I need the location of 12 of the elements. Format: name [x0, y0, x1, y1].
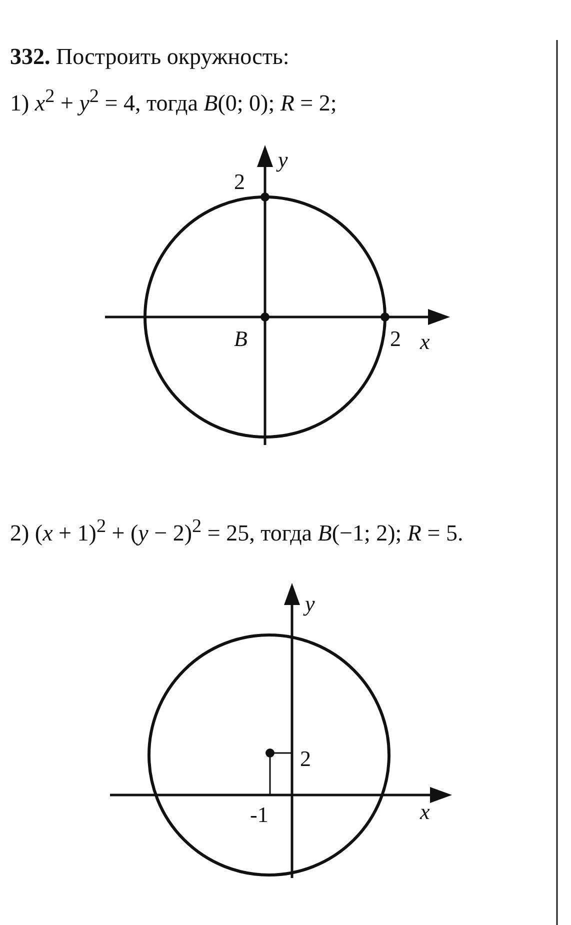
axis-label: y [305, 592, 315, 616]
axis-label: y [278, 148, 288, 172]
tick-label: -1 [250, 803, 268, 827]
point-label: B [234, 327, 248, 351]
exercise-heading: 332. Построить окружность: [10, 43, 290, 71]
axis-label: x [420, 800, 430, 824]
tick-label: 2 [234, 170, 245, 194]
tick-label: 2 [390, 327, 401, 351]
axis-label: x [420, 330, 430, 354]
tick-label: 2 [300, 747, 311, 771]
equation-text: 2) (x + 1)$^{2}$ + (y − 2)$^{2}$ = 25, тогда B(−1; 2); R = 5. [10, 515, 464, 548]
equation-text: 1) x$^{2}$ + y$^{2}$ = 4, тогда B(0; 0); R = 2; [10, 85, 338, 118]
